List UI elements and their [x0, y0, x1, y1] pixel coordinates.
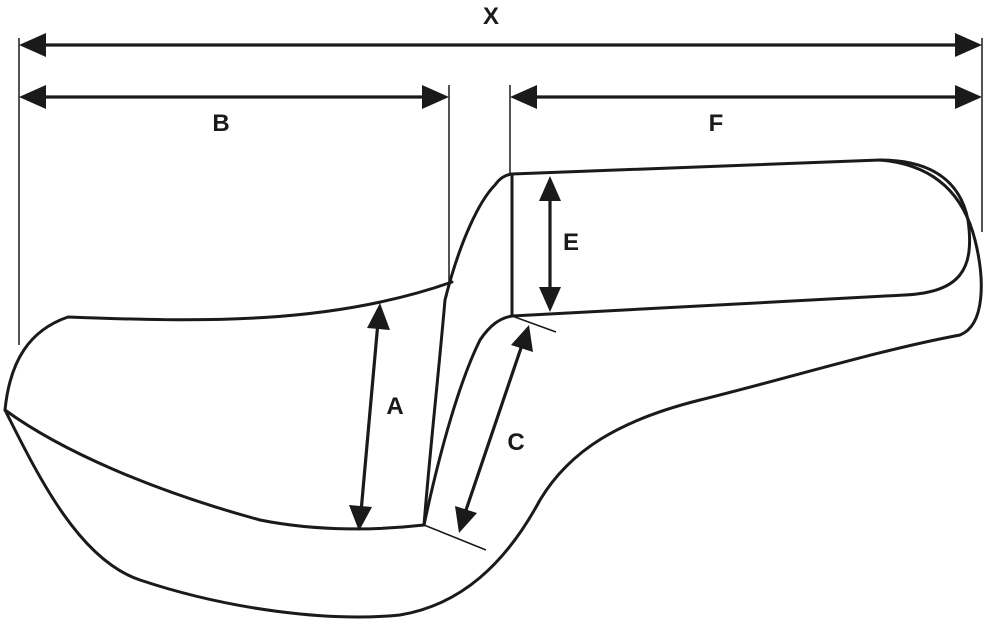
dimension-c-arrow-top	[511, 325, 533, 352]
dimension-x-arrow-right	[955, 33, 982, 57]
dimension-f-arrow-right	[955, 85, 982, 109]
dimension-e-label: E	[563, 229, 579, 256]
backrest-riser-front	[422, 172, 514, 527]
dimension-x-arrow-left	[19, 33, 46, 57]
dimension-a-arrow-top	[367, 303, 390, 330]
dimension-e: E	[539, 176, 579, 312]
driver-seat-front-rim	[3, 408, 426, 531]
dimension-a-arrow-bottom	[349, 505, 372, 531]
dimension-c-label: C	[507, 429, 524, 456]
dimension-b: B	[19, 85, 449, 137]
driver-seat-top-edge	[3, 280, 454, 412]
dimension-f: F	[510, 85, 982, 137]
seat-outer-body	[3, 158, 983, 619]
dimension-f-label: F	[709, 110, 724, 137]
dimension-a: A	[349, 303, 404, 531]
dimension-b-arrow-right	[422, 85, 449, 109]
dimension-c-line	[463, 344, 524, 514]
dimension-e-arrow-top	[539, 176, 561, 201]
extension-line-c-top	[511, 315, 557, 333]
passenger-pad-top	[510, 158, 972, 318]
dimension-x-label: X	[483, 3, 499, 30]
backrest-inner-curve	[422, 314, 514, 527]
dimension-a-line	[359, 321, 380, 513]
dimension-x: X	[19, 3, 982, 57]
dimension-a-label: A	[386, 393, 403, 420]
dimension-b-arrow-left	[19, 85, 46, 109]
extension-lines	[18, 38, 983, 551]
dimension-f-arrow-left	[510, 85, 537, 109]
seat-shape	[3, 158, 983, 619]
extension-line-c-bottom	[423, 524, 487, 551]
dimension-c: C	[455, 325, 533, 533]
dimension-e-arrow-bottom	[539, 287, 561, 312]
dimension-b-label: B	[212, 110, 229, 137]
dimension-c-arrow-bottom	[455, 506, 477, 533]
